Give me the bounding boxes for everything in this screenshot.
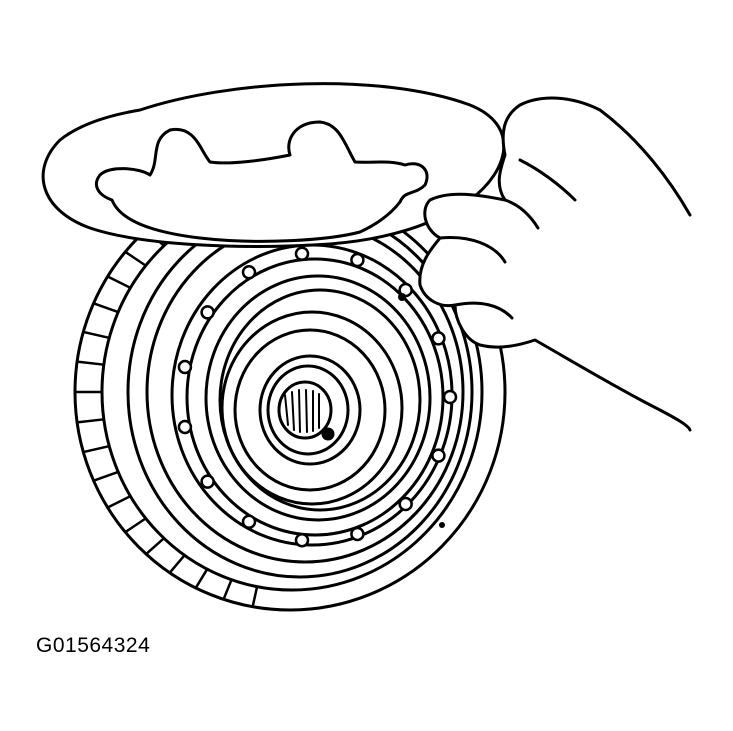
drum-tooth: [106, 495, 131, 509]
drum-tooth: [124, 250, 146, 266]
retainer-plate: [41, 82, 506, 248]
spring: [294, 246, 310, 262]
drum-tooth: [82, 330, 109, 339]
hub: [220, 310, 404, 506]
spring: [398, 496, 413, 512]
spring: [350, 252, 365, 268]
figure-id-label: G01564324: [36, 634, 151, 657]
drum-tooth: [82, 445, 109, 454]
spring: [442, 389, 458, 405]
spring: [294, 532, 310, 548]
drum-tooth: [75, 418, 104, 424]
shaft-bore: [277, 380, 335, 441]
drum-tooth: [251, 585, 259, 608]
spring: [350, 526, 365, 542]
spring: [431, 448, 446, 463]
spring: [177, 419, 193, 435]
spring: [431, 331, 446, 346]
spring: [200, 305, 215, 320]
spring: [177, 359, 193, 375]
drum-tooth: [222, 579, 233, 601]
drum-tooth: [92, 302, 118, 313]
spring: [241, 265, 257, 280]
drum-tooth: [92, 471, 118, 482]
return-springs: [177, 246, 458, 548]
spring: [200, 474, 215, 489]
drum-tooth: [124, 518, 146, 534]
drum-tooth: [75, 360, 104, 366]
hand: [418, 96, 692, 432]
drum-tooth: [106, 275, 131, 289]
detail-dots: [398, 293, 445, 528]
drum-tooth: [144, 537, 165, 556]
drum-tooth: [168, 554, 186, 574]
spring: [241, 514, 257, 529]
drum-tooth: [194, 568, 208, 590]
